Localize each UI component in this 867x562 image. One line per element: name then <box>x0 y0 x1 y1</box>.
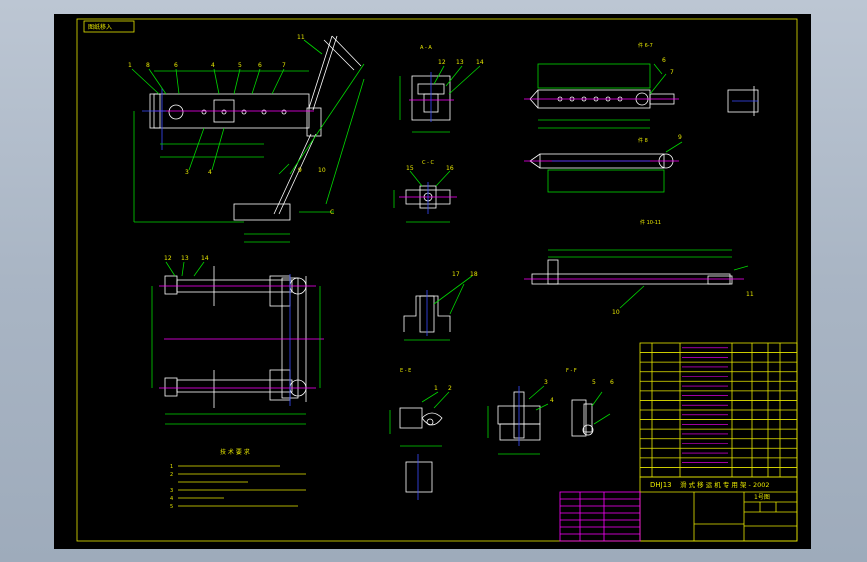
section-c-c <box>393 170 457 223</box>
section-f-balloon-3: 5 <box>592 379 596 386</box>
parts-list <box>639 342 798 478</box>
section-d-balloon-2: 18 <box>470 271 478 278</box>
label-main-lower-2: 4 <box>208 169 212 176</box>
balloon-main-2: 8 <box>146 62 150 69</box>
title-block-code: 1号图 <box>754 494 770 501</box>
plan-balloon-2: 13 <box>181 255 189 262</box>
section-e-e <box>389 391 450 500</box>
tech-notes-lines <box>178 465 306 507</box>
stamp-text: 图纸移入 <box>88 23 112 31</box>
detail-part-8 <box>524 141 683 193</box>
section-a-a <box>399 65 481 133</box>
section-a-title: A - A <box>420 45 432 51</box>
label-main-lower-4: 10 <box>318 167 326 174</box>
section-f-balloon-2: 4 <box>550 397 554 404</box>
outer-frame <box>76 18 798 542</box>
stamp-box <box>83 20 135 33</box>
balloon-main-3: 6 <box>174 62 178 69</box>
detail-3-balloon-1: 10 <box>612 309 620 316</box>
balloon-main-4: 4 <box>211 62 215 69</box>
detail-part-6-7 <box>524 63 759 129</box>
section-f-f <box>487 385 611 455</box>
main-side-view <box>131 35 365 243</box>
detail-part-10-11 <box>524 249 749 309</box>
plan-balloon-3: 14 <box>201 255 209 262</box>
section-f-title: F - F <box>566 368 577 374</box>
section-e-balloon-1: 1 <box>434 385 438 392</box>
detail-1-balloon-1: 6 <box>662 57 666 64</box>
section-c-balloon-1: 15 <box>406 165 414 172</box>
label-main-lower-5: C <box>330 209 334 216</box>
section-c-title: C - C <box>422 160 434 166</box>
balloon-main-6: 6 <box>258 62 262 69</box>
tech-note-2: 2 <box>170 472 173 478</box>
section-d <box>403 275 473 341</box>
title-block <box>559 476 798 542</box>
plan-view <box>151 261 324 425</box>
section-e-title: E - E <box>400 368 411 374</box>
title-block-subtitle: 滑 式 移 运 机 专 用 架 - 2002 <box>680 480 769 489</box>
detail-1-title: 件 6-7 <box>638 42 653 49</box>
label-main-lower-1: 3 <box>185 169 189 176</box>
tech-note-1: 1 <box>170 464 173 470</box>
drawing-canvas: 图纸移入 1 8 6 4 5 6 7 11 3 4 9 10 C A - A 1… <box>54 14 811 549</box>
tech-notes-title: 技 术 要 求 <box>220 448 250 456</box>
tech-note-4: 4 <box>170 496 173 502</box>
detail-2-title: 件 8 <box>638 137 648 144</box>
section-a-balloon-2: 13 <box>456 59 464 66</box>
title-block-title: DHJ13 <box>650 481 672 489</box>
detail-2-balloon-1: 9 <box>678 134 682 141</box>
section-f-balloon-1: 3 <box>544 379 548 386</box>
section-a-balloon-1: 12 <box>438 59 446 66</box>
tech-note-5: 5 <box>170 504 173 510</box>
plan-balloon-1: 12 <box>164 255 172 262</box>
section-d-balloon-1: 17 <box>452 271 460 278</box>
balloon-main-5: 5 <box>238 62 242 69</box>
section-f-balloon-4: 6 <box>610 379 614 386</box>
balloon-main-8: 11 <box>297 34 305 41</box>
detail-1-balloon-2: 7 <box>670 69 674 76</box>
detail-3-balloon-2: 11 <box>746 291 754 298</box>
detail-3-title: 件 10-11 <box>640 219 661 226</box>
balloon-main-1: 1 <box>128 62 132 69</box>
balloon-main-7: 7 <box>282 62 286 69</box>
section-c-balloon-2: 16 <box>446 165 454 172</box>
section-a-balloon-3: 14 <box>476 59 484 66</box>
section-e-balloon-2: 2 <box>448 385 452 392</box>
label-main-lower-3: 9 <box>298 167 302 174</box>
engineering-drawing: 图纸移入 1 8 6 4 5 6 7 11 3 4 9 10 C A - A 1… <box>76 18 798 542</box>
tech-note-3: 3 <box>170 488 173 494</box>
